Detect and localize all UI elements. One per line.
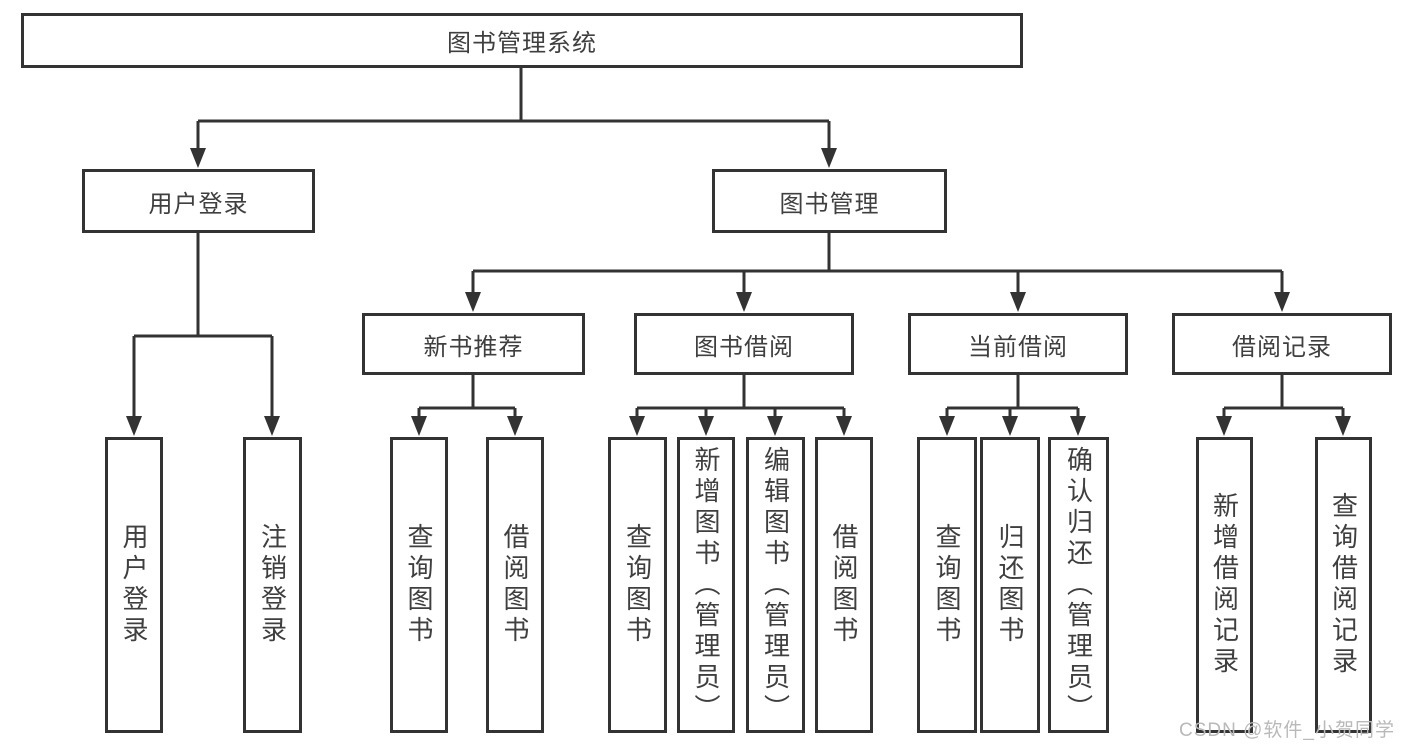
node-label: 新增借阅记录 [1209,492,1240,678]
node-label: 查询图书 [404,523,434,647]
leaf-add-books-admin: 新增图书（管理员） [677,437,735,733]
arrowheads [126,148,1351,436]
node-label: 编辑图书（管理员） [760,445,791,725]
node-borrowing-records: 借阅记录 [1172,313,1392,375]
node-label: 新书推荐 [423,333,524,361]
leaf-borrow-books: 借阅图书 [815,437,873,733]
leaf-confirm-return-admin: 确认归还（管理员） [1048,437,1109,733]
node-label: 确认归还（管理员） [1063,445,1094,725]
leaf-query-books-borrowing: 查询图书 [608,437,667,733]
node-label: 当前借阅 [968,333,1068,361]
node-label: 查询图书 [622,523,653,647]
leaf-return-books: 归还图书 [980,437,1040,733]
leaf-query-books-recommend: 查询图书 [390,437,448,733]
leaf-edit-books-admin: 编辑图书（管理员） [746,437,805,733]
node-label: 注销登录 [257,523,288,647]
node-label: 借阅图书 [500,523,530,647]
node-label: 归还图书 [995,523,1025,647]
node-label: 图书管理 [779,190,880,218]
node-book-borrowing: 图书借阅 [634,313,854,375]
leaf-add-borrow-record: 新增借阅记录 [1196,437,1253,733]
node-user-login: 用户登录 [82,169,315,233]
node-label: 查询借阅记录 [1328,492,1359,678]
node-new-book-recommend: 新书推荐 [362,313,585,375]
leaf-query-borrow-record: 查询借阅记录 [1315,437,1372,733]
node-label: 查询图书 [932,523,962,647]
node-book-management: 图书管理 [712,169,947,233]
node-label: 用户登录 [148,190,249,218]
node-label: 借阅图书 [829,523,859,647]
node-label: 图书借阅 [694,333,794,361]
node-label: 新增图书（管理员） [691,445,721,725]
leaf-borrow-books-recommend: 借阅图书 [486,437,544,733]
leaf-user-login: 用户登录 [105,437,163,733]
csdn-watermark: CSDN @软件_小贺同学 [1179,720,1395,741]
node-current-borrowing: 当前借阅 [908,313,1128,375]
node-library-management-system: 图书管理系统 [21,13,1023,68]
node-label: 图书管理系统 [447,30,597,57]
node-label: 用户登录 [119,523,149,647]
leaf-query-books-current: 查询图书 [917,437,977,733]
leaf-logout: 注销登录 [243,437,302,733]
node-label: 借阅记录 [1232,333,1332,361]
